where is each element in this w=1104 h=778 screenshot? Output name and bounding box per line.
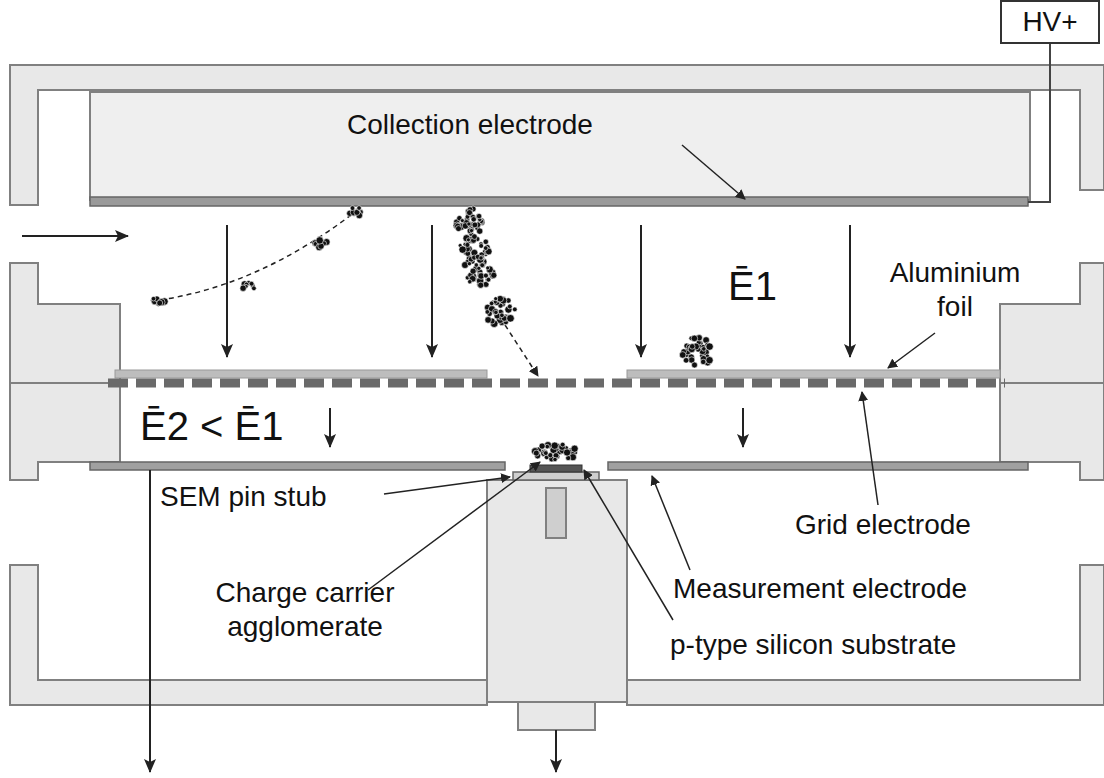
agglomerate-particle [689,344,695,350]
agglomerate-particle [494,310,498,314]
agglomerate-particle [469,229,473,233]
agglomerate-particle [702,347,707,352]
part-label: Grid electrode [795,508,971,542]
agglomerate-particle [316,237,323,244]
field-label: Ē1 [728,262,777,310]
agglomerate-particle [476,214,482,220]
agglomerate-particle [467,262,471,266]
agglomerate-particle [543,451,548,456]
agglomerate-particle [491,272,497,278]
agglomerate-particle [564,449,571,456]
part-label: Aluminium foil [880,256,1030,323]
agglomerate-particle [474,263,478,267]
agglomerate-particle [551,442,558,449]
agglomerate-particle [478,282,484,288]
agglomerate-particle [465,242,470,247]
agglomerate-particle [706,357,713,364]
field-label: Ē2 < Ē1 [140,402,283,450]
part-label: SEM pin stub [160,480,327,514]
agglomerate-particle [512,307,517,312]
agglomerate-particle [460,219,464,223]
voltage-box: HV+ [1000,0,1100,44]
agglomerate-particle [468,280,472,284]
agglomerate-particle [456,226,462,232]
agglomerate-particle [507,315,515,323]
agglomerate-particle [471,217,476,222]
agglomerate-particle [692,362,698,368]
agglomerate-particle [533,450,539,456]
agglomerate-particle [489,301,494,306]
agglomerate-particle [544,442,551,449]
agglomerate-particle [483,246,488,251]
agglomerate-particle [486,266,493,273]
agglomerate-particle [477,228,483,234]
agglomerate-particle [701,359,706,364]
agglomerate-particle [476,213,481,218]
agglomerate-particle [500,313,505,318]
agglomerate-particle [492,309,498,315]
agglomerate-particle [479,244,484,249]
agglomerate-particle [459,246,466,253]
agglomerate-particle [350,206,355,211]
agglomerate-particle [463,235,470,242]
agglomerate-particle [494,297,498,301]
agglomerate-particle [553,457,557,461]
agglomerate-particle [249,281,254,286]
agglomerate-particle [252,286,257,291]
agglomerate-particle [571,445,578,452]
agglomerate-particle [357,206,362,211]
agglomerate-particle [479,256,483,260]
agglomerate-particle [539,443,545,449]
agglomerate-particle [470,268,476,274]
agglomerate-particle [483,273,488,278]
agglomerate-particle [151,296,156,301]
agglomerate-particle [472,234,478,240]
agglomerate-particle [545,444,550,449]
agglomerate-particle [157,300,163,306]
agglomerate-particle [467,210,473,216]
part-label: p-type silicon substrate [670,628,956,662]
agglomerate-particle [240,285,246,291]
voltage-label: HV+ [1016,3,1083,41]
part-label: Collection electrode [347,108,593,142]
agglomerate-particle [560,442,565,447]
agglomerate-particle [683,358,689,364]
agglomerate-particle [467,228,473,234]
agglomerate-particle [507,304,512,309]
agglomerate-particle [467,222,471,226]
agglomerate-particle [483,239,488,244]
agglomerate-particle [472,222,478,228]
agglomerate-particle [485,310,490,315]
agglomerate-particle [486,266,490,270]
part-label: Measurement electrode [673,572,967,606]
part-label: Charge carrier agglomerate [175,576,435,643]
agglomerate-particle [691,335,698,342]
agglomerate-particle [466,238,470,242]
agglomerate-particle [485,317,492,324]
agglomerate-particle [706,343,713,350]
agglomerate-particle [158,299,165,306]
agglomerate-particle [679,352,686,359]
